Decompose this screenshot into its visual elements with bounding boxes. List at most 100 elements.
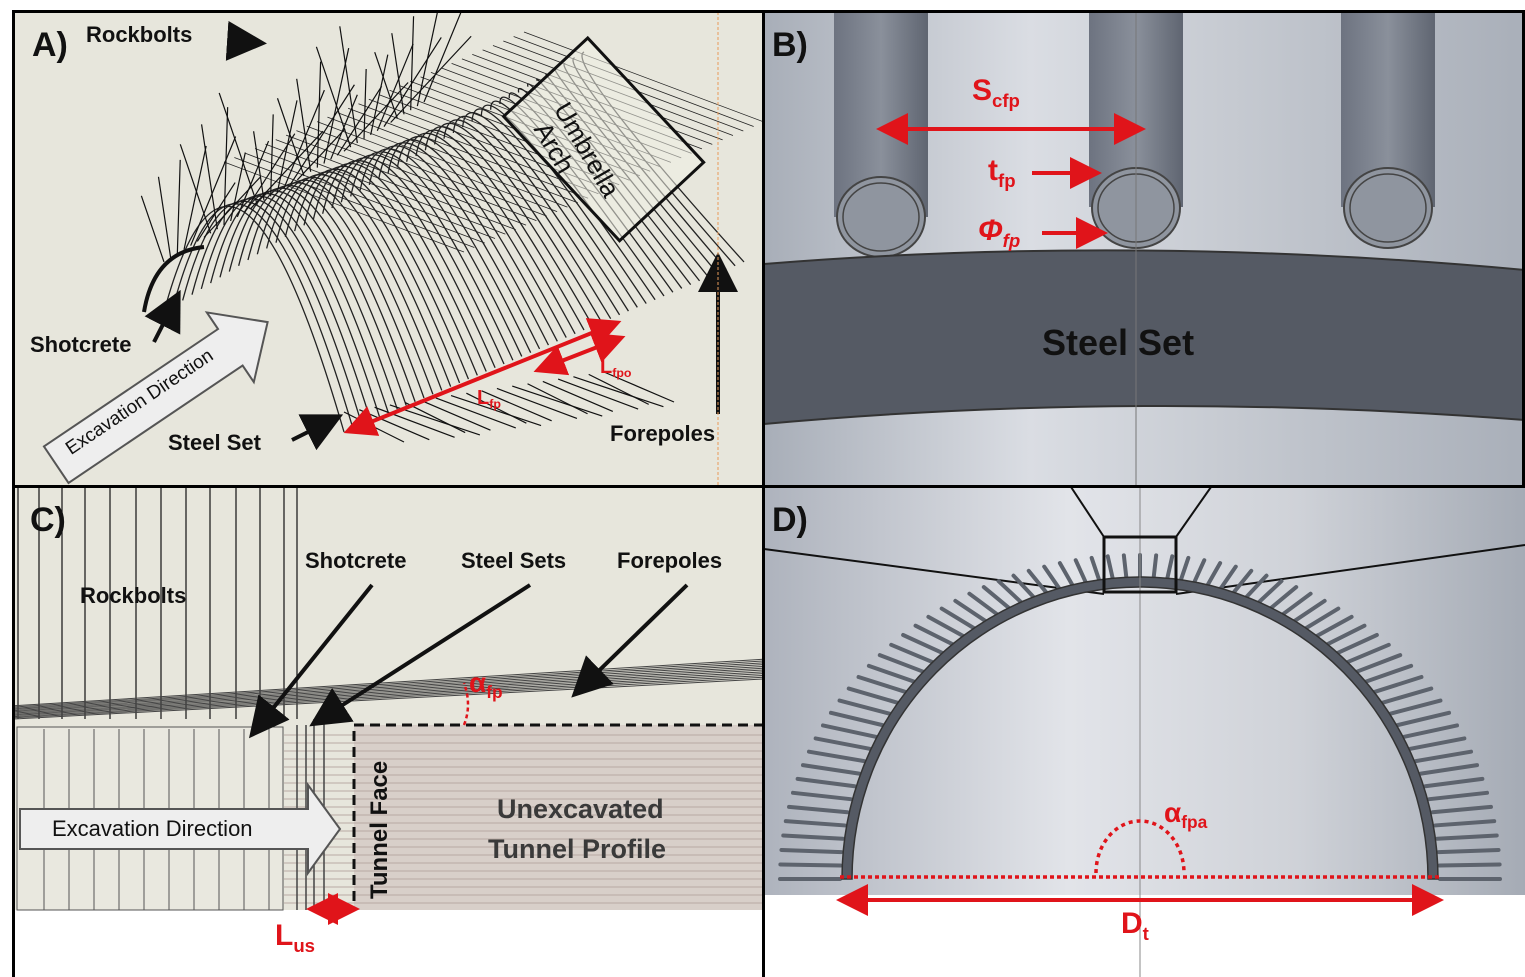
excavation-direction-arrow-c bbox=[19, 781, 342, 877]
panel-d-background bbox=[764, 487, 1525, 895]
rockbolt-spike bbox=[296, 128, 346, 181]
radial-forepole bbox=[996, 579, 1025, 606]
umbrella-arch-box bbox=[501, 35, 706, 243]
panel-c-drawing bbox=[14, 487, 764, 925]
radial-forepole bbox=[828, 710, 885, 728]
tube-arc bbox=[191, 198, 372, 421]
tube-line bbox=[265, 143, 506, 235]
radial-forepole bbox=[1303, 606, 1341, 631]
panel-b-label: B) bbox=[772, 26, 808, 64]
tube-arc bbox=[443, 119, 612, 320]
rockbolt-spike bbox=[203, 177, 261, 238]
rockbolt-spike bbox=[157, 176, 172, 258]
radial-forepole bbox=[1395, 710, 1452, 728]
rockbolt-spike bbox=[343, 82, 409, 152]
radial-forepole bbox=[866, 663, 917, 684]
tube-arc bbox=[322, 160, 496, 369]
radial-forepole bbox=[1372, 674, 1424, 694]
panel-b-drawing bbox=[764, 12, 1525, 486]
tube-arc bbox=[284, 171, 461, 384]
radial-forepole bbox=[1291, 598, 1327, 624]
rockbolt-spike bbox=[218, 92, 258, 205]
t-fp-sub: fp bbox=[998, 169, 1016, 191]
steel-set-band bbox=[764, 249, 1525, 426]
radial-forepole bbox=[1430, 804, 1493, 815]
rockbolt-spike bbox=[140, 195, 165, 263]
radial-forepole bbox=[1388, 698, 1443, 716]
tube-line bbox=[275, 139, 516, 230]
forepoles-callout bbox=[571, 583, 689, 698]
panel-c: C) Rockbolts Shotcrete Steel Sets Forepo… bbox=[14, 487, 764, 977]
tube-line bbox=[223, 161, 465, 253]
shotcrete-label: Shotcrete bbox=[30, 332, 132, 357]
rockbolt-spike bbox=[236, 140, 270, 218]
tube-line bbox=[327, 116, 568, 208]
radial-forepole bbox=[1191, 558, 1207, 586]
radial-forepole bbox=[781, 833, 845, 841]
l-fpo-label: Lfpo bbox=[600, 356, 632, 381]
s-cfp-sub: cfp bbox=[992, 89, 1020, 111]
rockbolt-spike bbox=[276, 98, 305, 177]
radial-forepole bbox=[783, 819, 847, 828]
forepole-line bbox=[14, 673, 764, 716]
l-fpo-sub: fpo bbox=[612, 366, 632, 381]
rockbolt-spike bbox=[176, 159, 181, 254]
rockbolt-spike bbox=[383, 37, 442, 127]
radial-forepole bbox=[967, 591, 1000, 617]
panel-d-drawing bbox=[764, 487, 1525, 977]
rockbolts-label: Rockbolts bbox=[86, 22, 193, 47]
steel-sets-callout bbox=[309, 583, 532, 727]
l-fp-sub: fp bbox=[489, 397, 501, 412]
radial-forepole bbox=[953, 598, 989, 624]
radial-forepole bbox=[806, 749, 867, 764]
radial-forepole bbox=[1345, 642, 1391, 665]
l-us-label: Lus bbox=[275, 919, 315, 956]
l-fpo-dimension bbox=[533, 332, 626, 376]
rockbolt-spike bbox=[336, 86, 383, 156]
forepole-line bbox=[14, 674, 764, 718]
tube-arc bbox=[350, 151, 523, 357]
radial-forepole bbox=[1057, 561, 1076, 589]
radial-forepole bbox=[1073, 558, 1089, 586]
radial-forepole bbox=[1089, 555, 1102, 584]
rockbolt-spike bbox=[190, 136, 237, 246]
rockbolt-spike bbox=[376, 43, 414, 131]
forepole-line bbox=[14, 662, 764, 709]
d-t-main: D bbox=[1121, 907, 1143, 940]
tube-line bbox=[306, 125, 547, 217]
radial-forepole bbox=[1314, 614, 1354, 639]
tube-arc bbox=[452, 115, 621, 316]
umbrella-arch-tubes bbox=[163, 31, 764, 433]
alpha-fpa-main: α bbox=[1164, 797, 1182, 828]
tunnel-face-dashed bbox=[352, 723, 764, 910]
radial-forepole bbox=[779, 847, 844, 855]
forepole-pipe-left bbox=[834, 12, 928, 258]
steel-set-arrow bbox=[291, 414, 344, 451]
forepole-lines bbox=[14, 658, 764, 720]
phi-fp-main: Φ bbox=[978, 214, 1003, 247]
radial-forepole bbox=[1243, 573, 1269, 601]
phi-fp-sub: fp bbox=[1002, 229, 1021, 251]
zoom-line-left bbox=[764, 548, 1105, 595]
rockbolts-arrow bbox=[225, 20, 267, 61]
tube-arc bbox=[275, 174, 452, 387]
rockbolt-spike bbox=[416, 12, 439, 107]
forepole-line bbox=[14, 678, 764, 720]
rockbolt-spike bbox=[283, 89, 325, 189]
radial-forepole bbox=[1178, 555, 1191, 584]
forepoles-label-c: Forepoles bbox=[617, 548, 723, 573]
radial-forepole bbox=[877, 653, 926, 674]
alpha-fpa-sub: fpa bbox=[1181, 812, 1208, 833]
alpha-fp-label: αfp bbox=[469, 667, 503, 702]
tube-arc bbox=[340, 154, 514, 361]
radial-forepole bbox=[1105, 554, 1116, 583]
radial-forepole bbox=[1436, 847, 1501, 855]
forepoles-label: Forepoles bbox=[610, 421, 716, 446]
rockbolt-spike bbox=[243, 133, 296, 214]
rockbolt-spike bbox=[276, 100, 298, 193]
radial-forepole bbox=[800, 763, 862, 776]
tube-arc bbox=[312, 162, 487, 372]
rockbolt-lines bbox=[17, 487, 298, 719]
frame-top bbox=[12, 10, 1525, 13]
shotcrete-label-c: Shotcrete bbox=[305, 548, 407, 573]
